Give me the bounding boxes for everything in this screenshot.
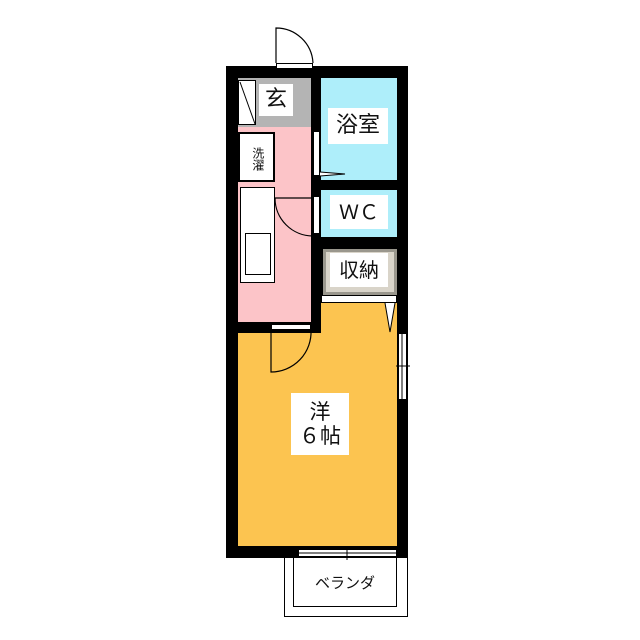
label-balcony: ベランダ [300, 570, 390, 598]
label-bathroom: 浴室 [328, 108, 388, 144]
shoe-box-diagonal [239, 81, 256, 125]
balcony [284, 558, 408, 617]
storage-door-arrow [384, 302, 396, 333]
label-western-room: 洋 ６帖 [291, 393, 349, 455]
label-laundry: 洗濯 [250, 147, 265, 171]
entrance-door[interactable] [276, 63, 313, 69]
room-door[interactable] [271, 324, 311, 330]
label-entrance: 玄 [259, 84, 293, 116]
balcony-inner [293, 558, 397, 607]
room-door-arc [270, 329, 312, 373]
sink [245, 233, 271, 275]
bathroom-door-arrow [319, 171, 346, 177]
toilet-door-arc [274, 197, 314, 237]
western-room-upper [321, 303, 397, 334]
label-toilet: ＷＣ [330, 195, 388, 229]
washer-space [238, 132, 275, 182]
room-type: 洋 [309, 399, 331, 424]
entrance-door-arc [275, 27, 314, 64]
label-storage: 収納 [330, 253, 388, 287]
storage-door[interactable] [321, 295, 397, 303]
bathroom-door[interactable] [313, 131, 320, 176]
toilet-door[interactable] [313, 196, 320, 234]
room-size: ６帖 [299, 424, 341, 448]
